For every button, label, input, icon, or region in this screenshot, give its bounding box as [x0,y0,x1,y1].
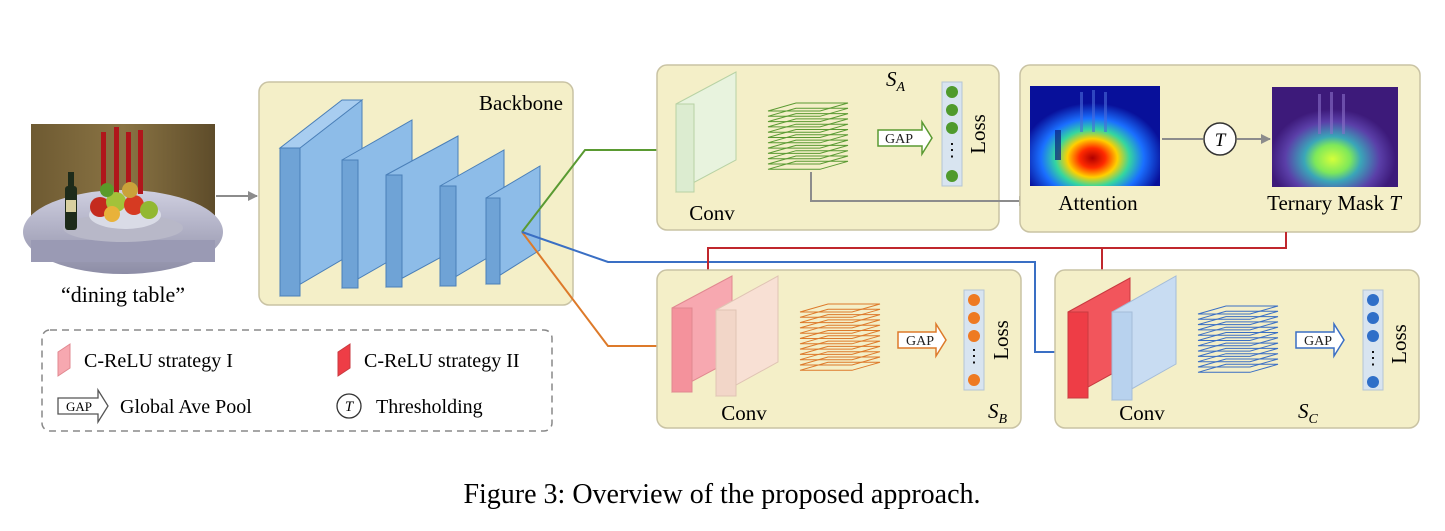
feature-map-sheet [799,340,881,350]
crelu1-icon [57,343,71,377]
sc-conv-label: Conv [1119,401,1165,425]
sb-name: SB [988,399,1008,427]
feature-map-sheet [799,356,881,366]
sc-feature-maps [1197,305,1279,373]
sb-conv-block [715,275,779,397]
sc-dots: ⋮ [1364,348,1382,368]
figure-caption: Figure 3: Overview of the proposed appro… [463,479,980,510]
feature-map-sheet [767,134,849,144]
legend-thresh-icon: T [345,399,355,415]
sa-loss-vector [941,81,963,187]
sb-gap-arrow [897,321,947,359]
feature-map-sheet [1197,332,1279,341]
sa-conv-label: Conv [689,201,735,225]
backbone-layers [278,99,541,297]
attention-heatmap [1030,86,1160,186]
feature-map-sheet [799,335,881,345]
sc-name-sub: C [1309,412,1319,427]
legend-gap-icon: GAP [66,399,92,414]
sc-conv-block [1111,275,1177,401]
sa-name: SA [886,67,906,95]
feature-map-sheet [767,150,849,160]
feature-map-sheet [767,129,849,138]
feature-map-sheet [1197,316,1279,326]
sc-loss-label: Loss [1387,324,1411,364]
feature-map-sheet [767,160,849,170]
threshold-circle [1203,122,1237,156]
sb-loss-label: Loss [989,320,1013,360]
legend-gap-text: Global Ave Pool [120,396,252,418]
feature-map-sheet [767,155,849,165]
sa-panel [656,64,1000,231]
feature-map-sheet [1197,347,1279,357]
legend-box [41,329,553,432]
feature-map-sheet [767,113,849,123]
sb-loss-vector [963,289,985,391]
mask-symbol: T [1389,191,1402,215]
thresh-legend-icon [336,393,362,419]
mask-label: Ternary Mask T [1267,191,1402,215]
sc-gap-arrow [1295,321,1345,359]
sa-gap-arrow [877,119,933,157]
feature-map-sheet [1197,342,1279,352]
sb-gap-label: GAP [906,334,934,349]
arrow-sa-to-attention [810,172,1029,206]
feature-map-sheet [1197,305,1279,315]
sc-loss-vector [1362,289,1384,391]
feature-map-sheet [799,345,881,355]
feature-map-sheet [1197,363,1279,373]
sb-name-sub: B [999,412,1008,427]
sa-dots: ⋮ [943,140,961,160]
sa-feature-maps [767,102,849,170]
feature-map-sheet [767,107,849,117]
feature-map-sheet [767,144,849,154]
threshold-symbol: T [1215,130,1227,151]
feature-map-sheet [767,102,849,112]
sa-gap-label: GAP [885,132,913,147]
feature-map-sheet [1197,321,1279,331]
feature-map-sheet [799,330,881,339]
feature-map-sheet [799,314,881,324]
sb-dots: ⋮ [965,346,983,366]
sc-name: SC [1298,399,1319,427]
sb-conv-label: Conv [721,401,767,425]
feature-map-sheet [767,123,849,133]
sc-gap-label: GAP [1304,334,1332,349]
backbone-label: Backbone [479,91,563,115]
legend-crelu1: C-ReLU strategy I [84,350,233,372]
feature-map-sheet [799,324,881,334]
sa-loss-label: Loss [966,114,990,154]
input-caption: “dining table” [61,282,185,307]
feature-map-sheet [799,308,881,318]
arrow-red-mask-to-sb [703,232,1287,281]
arrow-green-to-sa [521,145,673,233]
arrow-blue-to-sc [521,231,1067,357]
feature-map-sheet [799,319,881,329]
crelu2-icon [337,343,351,377]
legend-crelu2: C-ReLU strategy II [364,350,520,372]
feature-map-sheet [767,139,849,149]
arrow-orange-to-sb [521,231,669,351]
sa-name-sub: A [896,80,906,95]
sb-feature-maps [799,303,881,371]
attention-label: Attention [1058,191,1138,215]
feature-map-sheet [799,351,881,361]
sa-conv-block [675,71,737,193]
feature-map-sheet [767,118,849,128]
feature-map-sheet [1197,326,1279,336]
ternary-mask-image [1272,87,1398,187]
feature-map-sheet [1197,337,1279,347]
feature-map-sheet [799,303,881,313]
gap-legend-icon [57,387,109,425]
feature-map-sheet [1197,353,1279,363]
input-image [23,124,223,274]
feature-map-sheet [799,361,881,371]
feature-map-sheet [1197,358,1279,368]
feature-map-sheet [1197,310,1279,320]
legend-thresh-text: Thresholding [376,396,483,418]
